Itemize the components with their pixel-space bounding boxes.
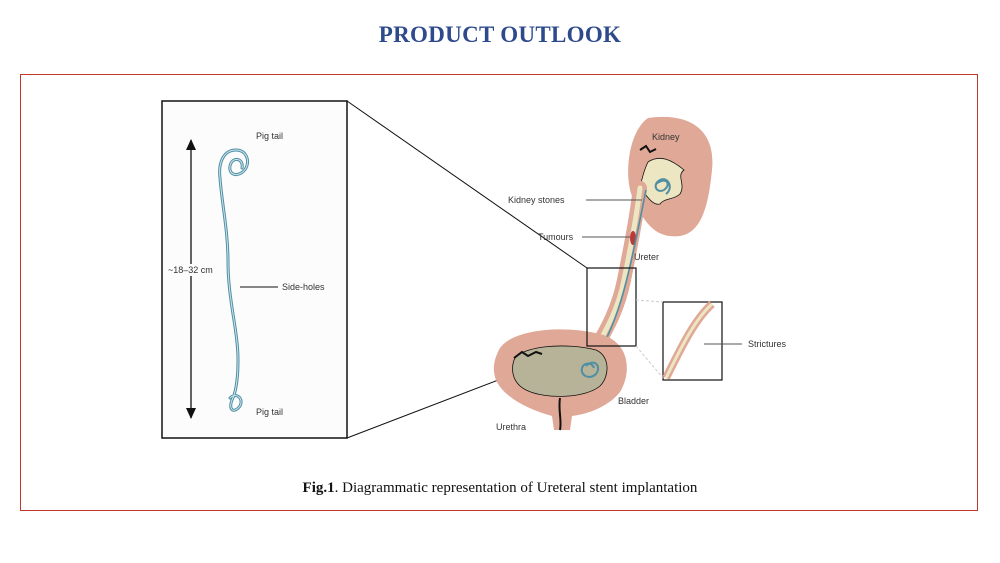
figure-caption: Fig.1. Diagrammatic representation of Ur… <box>0 480 1000 497</box>
urethra-mark <box>558 397 562 431</box>
length-arrow-top-head <box>186 139 196 150</box>
bladder-inner <box>512 345 608 397</box>
tumour-mark <box>630 231 636 245</box>
figure-caption-text: . Diagrammatic representation of Uretera… <box>334 480 698 496</box>
zoom-line-top <box>346 100 588 269</box>
bladder-label: Bladder <box>618 396 649 406</box>
stent-lower-coil <box>580 361 600 378</box>
kidney-label: Kidney <box>652 132 680 142</box>
stent-inset: ~18–32 cm Pig tail Side-holes Pig tail <box>161 100 348 439</box>
page-heading: PRODUCT OUTLOOK <box>378 22 622 47</box>
figure-caption-prefix: Fig.1 <box>302 480 335 496</box>
tumours-label: Tumours <box>538 232 574 242</box>
length-arrow-bottom-head <box>186 408 196 419</box>
figure-frame <box>20 74 978 511</box>
ureter-label: Ureter <box>634 252 659 262</box>
side-holes-label: Side-holes <box>282 282 325 292</box>
urethra-label: Urethra <box>496 422 526 432</box>
kidney-stones-label: Kidney stones <box>508 195 565 205</box>
pig-tail-bottom-label: Pig tail <box>256 407 283 417</box>
stent-length-label: ~18–32 cm <box>168 265 213 275</box>
kidney-stones-mark <box>639 144 657 154</box>
stent-upper-coil <box>654 178 671 195</box>
pig-tail-top-label: Pig tail <box>256 131 283 141</box>
ureter-zoom-box <box>586 267 637 347</box>
strictures-label: Strictures <box>748 339 787 349</box>
anatomy-illustration: Kidney Kidney stones Tumours Ureter Stri… <box>493 116 787 432</box>
